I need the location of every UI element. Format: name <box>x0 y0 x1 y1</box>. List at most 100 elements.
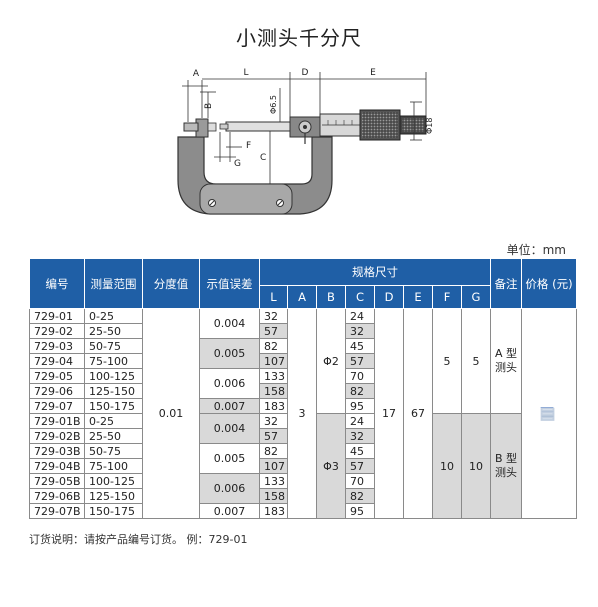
table-row: 729-02B 25-50 57 32 <box>29 428 577 444</box>
cell-note: B 型 测头 <box>490 413 522 519</box>
page-title: 小测头千分尺 <box>236 26 362 50</box>
cell-C: 32 <box>345 428 375 444</box>
cell-L: 107 <box>259 458 288 474</box>
cell-C: 57 <box>345 458 375 474</box>
cell-B: Φ2 <box>316 308 346 414</box>
dim-label-B: B <box>204 103 214 109</box>
cell-L: 183 <box>259 398 288 414</box>
cell-C: 24 <box>345 308 375 324</box>
cell-code: 729-07 <box>29 398 85 414</box>
header-L: L <box>259 285 288 309</box>
cell-error: 0.005 <box>199 338 260 369</box>
cell-L: 158 <box>259 488 288 504</box>
cell-code: 729-01B <box>29 413 85 429</box>
cell-code: 729-04B <box>29 458 85 474</box>
cell-C: 70 <box>345 368 375 384</box>
cell-range: 0-25 <box>84 413 143 429</box>
dim-label-E: E <box>370 68 376 78</box>
spec-table: 编号 测量范围 分度值 示值误差 规格尺寸 备注 价格 (元) L A B C … <box>29 258 577 519</box>
cell-range: 100-125 <box>84 368 143 384</box>
cell-C: 24 <box>345 413 375 429</box>
cell-error: 0.007 <box>199 503 260 519</box>
header-note: 备注 <box>490 258 522 309</box>
dim-label-F: F <box>246 141 251 151</box>
cell-error: 0.004 <box>199 413 260 444</box>
header-error: 示值误差 <box>199 258 260 309</box>
table-row: 729-01 0-25 0.01 0.004 32 3 Φ2 24 17 67 … <box>29 308 577 519</box>
cell-code: 729-05 <box>29 368 85 384</box>
micrometer-diagram: A L D E B F G C Φ6.5 Φ18 <box>177 68 434 215</box>
cell-code: 729-02 <box>29 323 85 339</box>
cell-L: 32 <box>259 413 288 429</box>
cell-error: 0.007 <box>199 398 260 414</box>
unit-label: 单位：mm <box>506 243 566 257</box>
cell-L: 133 <box>259 368 288 384</box>
header-resolution: 分度值 <box>142 258 200 309</box>
cell-C: 70 <box>345 473 375 489</box>
cell-note: A 型 测头 <box>490 308 522 414</box>
dim-label-C: C <box>260 153 266 163</box>
dim-label-phi65: Φ6.5 <box>269 95 278 114</box>
table-row: 729-05B 100-125 0.006 133 70 <box>29 473 577 504</box>
header-F: F <box>432 285 462 309</box>
table-row: 729-04 75-100 107 57 <box>29 353 577 369</box>
cell-code: 729-03B <box>29 443 85 459</box>
header-A: A <box>287 285 317 309</box>
header-C: C <box>345 285 375 309</box>
header-spec: 规格尺寸 <box>259 258 491 286</box>
cell-D: 17 <box>374 308 404 519</box>
cell-code: 729-04 <box>29 353 85 369</box>
cell-F: 10 <box>432 413 462 519</box>
cell-range: 125-150 <box>84 383 143 399</box>
cell-code: 729-06B <box>29 488 85 504</box>
cell-code: 729-05B <box>29 473 85 489</box>
cell-L: 133 <box>259 473 288 489</box>
cell-C: 95 <box>345 503 375 519</box>
header-B: B <box>316 285 346 309</box>
cell-code: 729-01 <box>29 308 85 324</box>
table-row: 729-02 25-50 57 32 <box>29 323 577 339</box>
cell-F: 5 <box>432 308 462 414</box>
cell-range: 25-50 <box>84 428 143 444</box>
cell-range: 75-100 <box>84 353 143 369</box>
cell-range: 150-175 <box>84 398 143 414</box>
cell-C: 82 <box>345 383 375 399</box>
cell-L: 32 <box>259 308 288 324</box>
header-range: 测量范围 <box>84 258 143 309</box>
cell-L: 57 <box>259 428 288 444</box>
cell-B: Φ3 <box>316 413 346 519</box>
cell-L: 158 <box>259 383 288 399</box>
header-code: 编号 <box>29 258 85 309</box>
table-row: 729-01B 0-25 0.004 32 Φ3 24 10 10 B 型 测头 <box>29 413 577 519</box>
cell-G: 10 <box>461 413 491 519</box>
cell-A: 3 <box>287 308 317 519</box>
cell-resolution: 0.01 <box>142 308 200 519</box>
table-row: 729-07 150-175 0.007 183 95 <box>29 398 577 414</box>
dim-label-phi18: Φ18 <box>425 118 434 134</box>
order-note: 订货说明：请按产品编号订货。 例：729-01 <box>29 533 248 546</box>
cell-range: 50-75 <box>84 443 143 459</box>
cell-error: 0.006 <box>199 473 260 504</box>
cell-range: 25-50 <box>84 323 143 339</box>
cell-L: 183 <box>259 503 288 519</box>
cell-range: 50-75 <box>84 338 143 354</box>
table-row: 729-03B 50-75 0.005 82 45 <box>29 443 577 474</box>
cell-code: 729-06 <box>29 383 85 399</box>
cell-G: 5 <box>461 308 491 414</box>
dim-label-A: A <box>193 69 200 79</box>
cell-range: 100-125 <box>84 473 143 489</box>
header-D: D <box>374 285 404 309</box>
cell-range: 75-100 <box>84 458 143 474</box>
cell-error: 0.005 <box>199 443 260 474</box>
cell-L: 82 <box>259 338 288 354</box>
price-blurred <box>522 406 576 421</box>
cell-code: 729-07B <box>29 503 85 519</box>
dim-label-G: G <box>234 159 241 169</box>
header-E: E <box>403 285 433 309</box>
cell-code: 729-02B <box>29 428 85 444</box>
cell-error: 0.004 <box>199 308 260 339</box>
header-price: 价格 (元) <box>521 258 577 309</box>
cell-range: 125-150 <box>84 488 143 504</box>
cell-price <box>521 308 577 519</box>
dim-label-L: L <box>243 68 248 78</box>
